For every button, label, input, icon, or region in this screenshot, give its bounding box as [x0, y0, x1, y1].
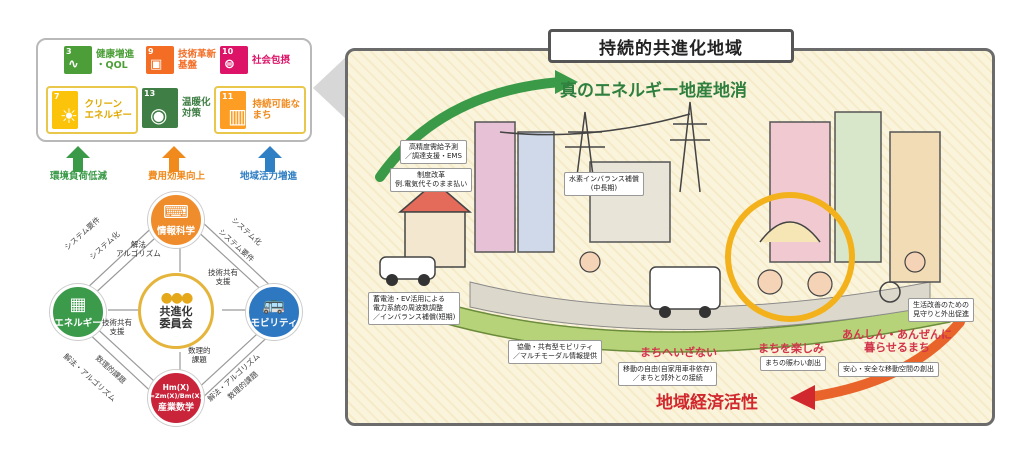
solar-panel-icon: ▦: [69, 293, 87, 315]
sdg-label: 持続可能な まち: [252, 99, 300, 121]
center-right-label: 技術共有 支援: [208, 268, 238, 286]
callout-pointer: [313, 56, 347, 120]
sdg-11-box: 11 ▥ 持続可能な まち: [214, 86, 306, 134]
headline-energy: 真のエネルギー地産地消: [560, 81, 747, 101]
node-mobility: 🚌 モビリティ: [246, 284, 302, 340]
label-hydrogen: 水素インバランス補償 (中長期): [564, 172, 644, 196]
computer-network-icon: ⌨: [163, 201, 189, 223]
label-demand: 高精度需給予測 ／調達支援・EMS: [400, 140, 467, 164]
node-info-science: ⌨ 情報科学: [148, 192, 204, 248]
sdg-3-item: 3 ∿ 健康増進 ・QOL: [64, 46, 134, 74]
env-label: 環境負荷低減: [50, 171, 108, 182]
label-system: 制度改革 例.電気代そのまま払い: [390, 168, 473, 192]
sdg-label: 健康増進 ・QOL: [96, 49, 135, 71]
sdg-13-item: 13 ◉ 温暖化 対策: [142, 88, 211, 128]
cost-label: 費用効果向上: [148, 171, 206, 182]
people-icon: ●●●: [160, 290, 194, 306]
head-town: まちへいざない: [640, 346, 717, 359]
eye-globe-icon: 13 ◉: [142, 88, 178, 128]
node-industrial-math: Hm(X) =Zm(X)/Bm(X) 産業数学: [148, 370, 204, 426]
sdg-9-item: 9 ▣ 技術革新 基盤: [146, 46, 216, 74]
node-energy: ▦ エネルギー: [50, 284, 106, 340]
center-bottom-label: 数理的 課題: [188, 346, 211, 364]
region-label: 地域活力増進: [240, 171, 298, 182]
sdg-label: 社会包摂: [252, 54, 291, 66]
green-arc: [375, 77, 565, 182]
head-enjoy: まちを楽しみ: [758, 342, 824, 355]
sdg-10-item: 10 ⊜ 社会包摂: [220, 46, 290, 74]
sun-icon: 7 ☀: [52, 91, 79, 129]
center-top-label: 解法 アルゴリズム: [116, 240, 161, 258]
up-arrow-env-icon: [66, 146, 90, 172]
up-arrow-region-icon: [258, 146, 282, 172]
label-secure-sub: 安心・安全な移動空間の創出: [838, 362, 939, 377]
bus-icon: 🚌: [262, 293, 286, 315]
equality-icon: 10 ⊜: [220, 46, 248, 74]
up-arrow-cost-icon: [162, 146, 186, 172]
sdg-label: クリーン エネルギー: [84, 99, 132, 121]
sdg-label: 温暖化 対策: [182, 97, 211, 119]
label-life: 生活改善のための 見守りと外出促進: [908, 298, 974, 322]
label-mobility: 協働・共有型モビリティ ／マルチモーダル情報提供: [508, 340, 602, 364]
label-storage: 蓄電池・EV活用による 電力系統の周波数調整 ／インバランス補償(短期): [368, 292, 461, 325]
right-title: 持続的共進化地域: [548, 29, 794, 63]
head-secure: あんしん・あんぜんに 暮らせるまち: [842, 328, 952, 354]
center-committee: ●●● 共進化 委員会: [138, 273, 214, 349]
headline-economy: 地域経済活性: [656, 393, 758, 413]
label-enjoy-sub: まちの賑わい創出: [760, 356, 826, 371]
city-icon: 11 ▥: [220, 91, 247, 129]
sdg-7-box: 7 ☀ クリーン エネルギー: [46, 86, 138, 134]
cubes-icon: 9 ▣: [146, 46, 174, 74]
center-left-label: 技術共有 支援: [102, 318, 132, 336]
heartbeat-icon: 3 ∿: [64, 46, 92, 74]
sdg-label: 技術革新 基盤: [178, 49, 217, 71]
network-edges: [84, 219, 276, 401]
label-move: 移動の自由(自家用車非依存) ／まちと郊外との接続: [618, 362, 718, 386]
